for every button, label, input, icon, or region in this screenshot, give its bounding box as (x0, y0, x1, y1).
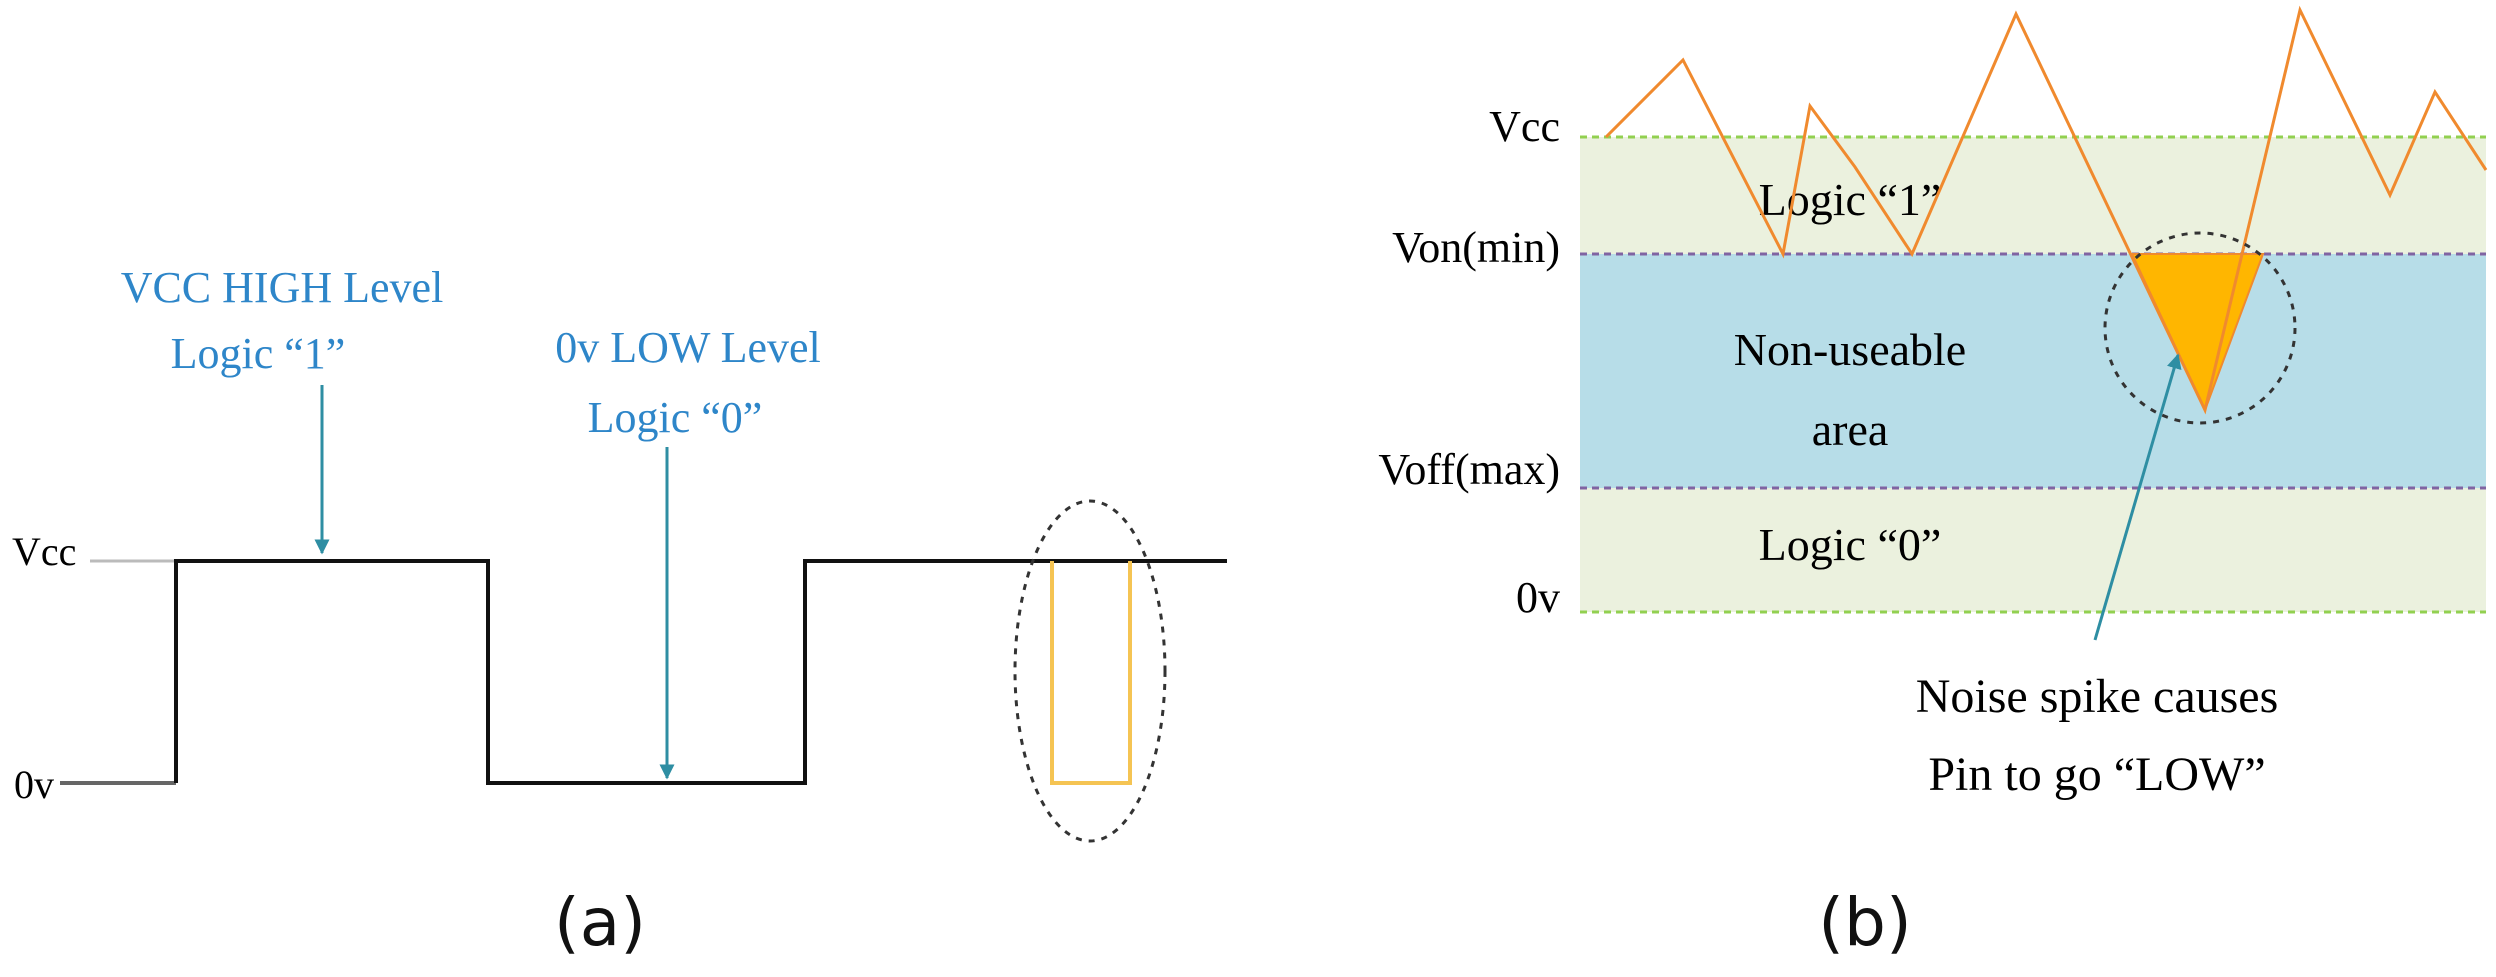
vcc-level-label: Vcc (1489, 102, 1560, 151)
panel-a: VCC HIGH Level Logic “1” 0v LOW Level Lo… (12, 263, 1227, 961)
non-useable-label-line2: area (1812, 404, 1889, 455)
voff-max-label: Voff(max) (1378, 445, 1560, 494)
low-level-annotation-line2: Logic “0” (588, 393, 763, 442)
noise-spike-highlight-circle (2103, 231, 2297, 425)
zero-volt-level-label: 0v (1516, 573, 1560, 622)
non-useable-band (1580, 254, 2486, 488)
logic-0-band (1580, 488, 2486, 612)
zero-volt-axis-label: 0v (14, 762, 54, 807)
noise-spike-caption-line2: Pin to go “LOW” (1928, 748, 2265, 801)
vcc-axis-label: Vcc (12, 529, 76, 574)
panel-b-caption: (b) (1818, 884, 1911, 961)
noise-spike-caption-line1: Noise spike causes (1916, 670, 2279, 723)
logic-0-label: Logic “0” (1759, 519, 1942, 570)
glitch-highlight-circle (1013, 499, 1167, 843)
high-level-annotation-line2: Logic “1” (171, 329, 346, 378)
non-useable-label-line1: Non-useable (1734, 324, 1966, 375)
high-level-annotation-line1: VCC HIGH Level (121, 263, 444, 312)
noisy-signal-line (1604, 5, 2488, 415)
logic-1-band (1580, 137, 2486, 254)
von-min-label: Von(min) (1392, 223, 1560, 272)
glitch-pulse (1050, 561, 1132, 785)
panel-b: Vcc Von(min) Voff(max) 0v Logic “1” Non-… (1378, 5, 2488, 961)
logic-1-label: Logic “1” (1759, 174, 1942, 225)
low-level-annotation-line1: 0v LOW Level (555, 323, 821, 372)
noise-spike-arrow (2093, 353, 2182, 641)
square-wave-signal (174, 559, 1227, 785)
panel-a-caption: (a) (554, 884, 646, 961)
